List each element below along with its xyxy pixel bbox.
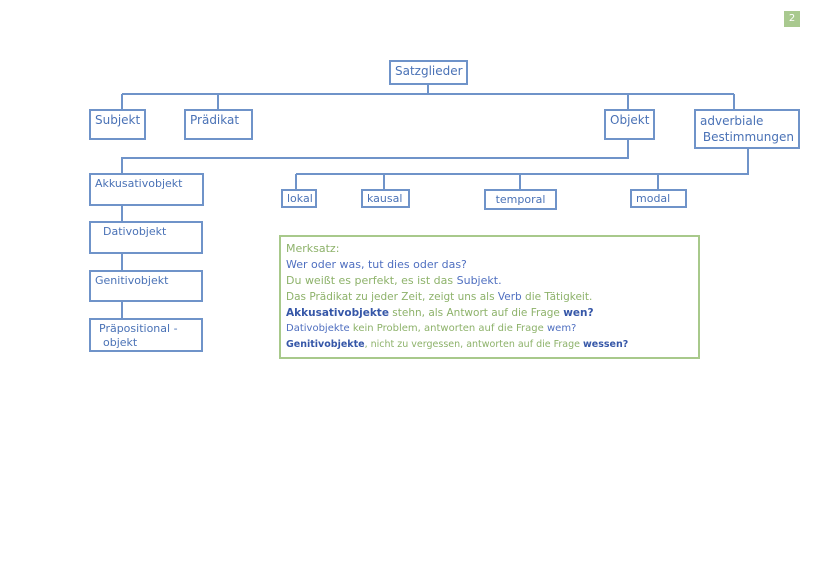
node-akkusativobjekt: Akkusativobjekt xyxy=(89,173,204,206)
merksatz-title: Merksatz: xyxy=(286,242,340,255)
node-adverbiale-bestimmungen: adverbiale Bestimmungen xyxy=(694,109,800,149)
merksatz-line-1: Wer oder was, tut dies oder das? xyxy=(286,258,467,271)
page-number-badge: 2 xyxy=(784,11,800,27)
merksatz-line-2: Du weißt es perfekt, es ist das Subjekt. xyxy=(286,274,502,287)
node-subjekt: Subjekt xyxy=(89,109,146,140)
node-modal: modal xyxy=(630,189,687,208)
node-satzglieder: Satzglieder xyxy=(389,60,468,85)
merksatz-line-5: Dativobjekte kein Problem, antworten auf… xyxy=(286,323,577,334)
node-praedikat: Prädikat xyxy=(184,109,253,140)
merksatz-line-6: Genitivobjekte, nicht zu vergessen, antw… xyxy=(286,339,629,350)
merksatz-line-4: Akkusativobjekte stehn, als Antwort auf … xyxy=(286,307,594,319)
node-lokal: lokal xyxy=(281,189,317,208)
merksatz-line-3: Das Prädikat zu jeder Zeit, zeigt uns al… xyxy=(286,291,593,303)
merksatz-box: Merksatz: Wer oder was, tut dies oder da… xyxy=(279,235,700,359)
node-kausal: kausal xyxy=(361,189,410,208)
node-genitivobjekt: Genitivobjekt xyxy=(89,270,203,302)
connector-objekt-down xyxy=(121,140,629,174)
node-objekt: Objekt xyxy=(604,109,655,140)
connector-adverbiale-down xyxy=(296,149,749,175)
node-temporal: temporal xyxy=(484,189,557,210)
node-dativobjekt: Dativobjekt xyxy=(89,221,203,254)
node-praepositionalobjekt: Präpositional - objekt xyxy=(89,318,203,352)
